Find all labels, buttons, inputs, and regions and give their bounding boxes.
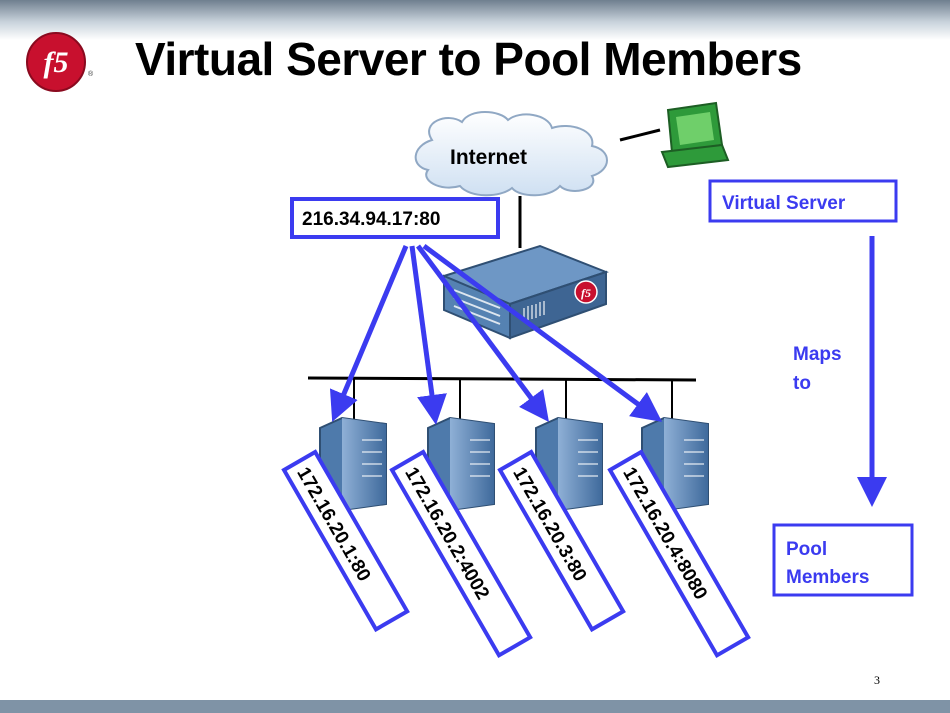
slide-header-gradient <box>0 0 950 40</box>
legend-maps-line1: Maps <box>793 344 842 365</box>
arrow-to-member-4 <box>422 243 663 422</box>
lan-drops <box>353 379 673 420</box>
mapping-arrows <box>329 243 663 425</box>
arrow-to-member-2 <box>409 245 447 425</box>
arrow-to-member-3 <box>415 244 549 423</box>
virtual-server-address-box <box>290 197 500 239</box>
client-link-line <box>619 128 661 142</box>
legend-pool-line1: Pool <box>786 539 827 560</box>
legend-pool-line2: Members <box>786 567 869 588</box>
server-4-icon <box>641 416 709 512</box>
page-number: 3 <box>874 673 880 687</box>
internet-cloud-icon <box>414 111 608 197</box>
legend-virtual-server-label: Virtual Server <box>722 193 846 214</box>
load-balancer-appliance-icon: f5 <box>441 244 609 340</box>
slide-title: Virtual Server to Pool Members <box>135 33 802 85</box>
lan-bus-line <box>307 376 697 382</box>
slide-footer-bar <box>0 700 950 713</box>
legend-maps-line2: to <box>793 373 811 394</box>
client-computer-icon <box>660 101 730 169</box>
logo-text: f5 <box>44 46 69 79</box>
legend-pool-members-box <box>772 523 914 597</box>
f5-logo: f5 ® <box>26 32 94 92</box>
internet-label: Internet <box>450 146 527 169</box>
appliance-logo-text: f5 <box>581 286 591 300</box>
svg-text:®: ® <box>88 70 94 78</box>
virtual-server-address: 216.34.94.17:80 <box>302 209 440 230</box>
legend-virtual-server-box <box>708 179 898 223</box>
arrow-to-member-1 <box>329 245 409 422</box>
